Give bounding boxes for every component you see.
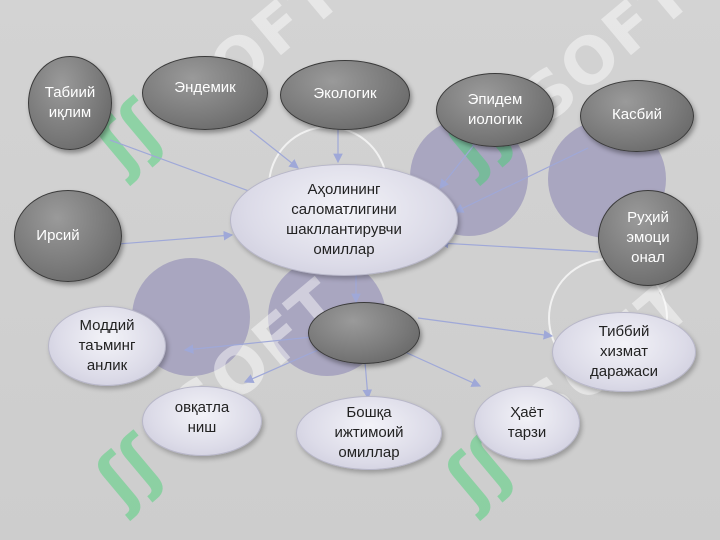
node-hereditary: Ирсий bbox=[14, 190, 122, 282]
node-epidemiological: Эпидем иологик bbox=[436, 73, 554, 147]
connector bbox=[243, 349, 319, 384]
connector bbox=[249, 129, 299, 169]
node-medical-service-level: Тиббий хизмат даражаси bbox=[552, 312, 696, 392]
node-mental-emotional: Руҳий эмоци онал bbox=[598, 190, 698, 286]
node-ecological: Экологик bbox=[280, 60, 410, 130]
node-endemic: Эндемик bbox=[142, 56, 268, 130]
node-center-health-factors: Аҳолининг саломатлигини шакллантирувчи о… bbox=[230, 164, 458, 276]
connector bbox=[439, 139, 479, 189]
node-lifestyle: Ҳаёт тарзи bbox=[474, 386, 580, 460]
node-occupational: Касбий bbox=[580, 80, 694, 152]
node-other-social-factors: Бошқа ижтимоий омиллар bbox=[296, 396, 442, 470]
node-nutrition: овқатла ниш bbox=[142, 386, 262, 456]
node-social bbox=[308, 302, 420, 364]
connector bbox=[109, 139, 270, 200]
connector bbox=[404, 351, 482, 387]
node-material-wellbeing: Моддий таъминг анлик bbox=[48, 306, 166, 386]
connector bbox=[438, 238, 599, 253]
connector bbox=[453, 147, 589, 213]
node-natural-climate: Табиий иқлим bbox=[28, 56, 112, 150]
connector bbox=[183, 336, 313, 354]
connector bbox=[117, 230, 234, 245]
connector bbox=[362, 361, 373, 400]
connector bbox=[417, 317, 554, 340]
